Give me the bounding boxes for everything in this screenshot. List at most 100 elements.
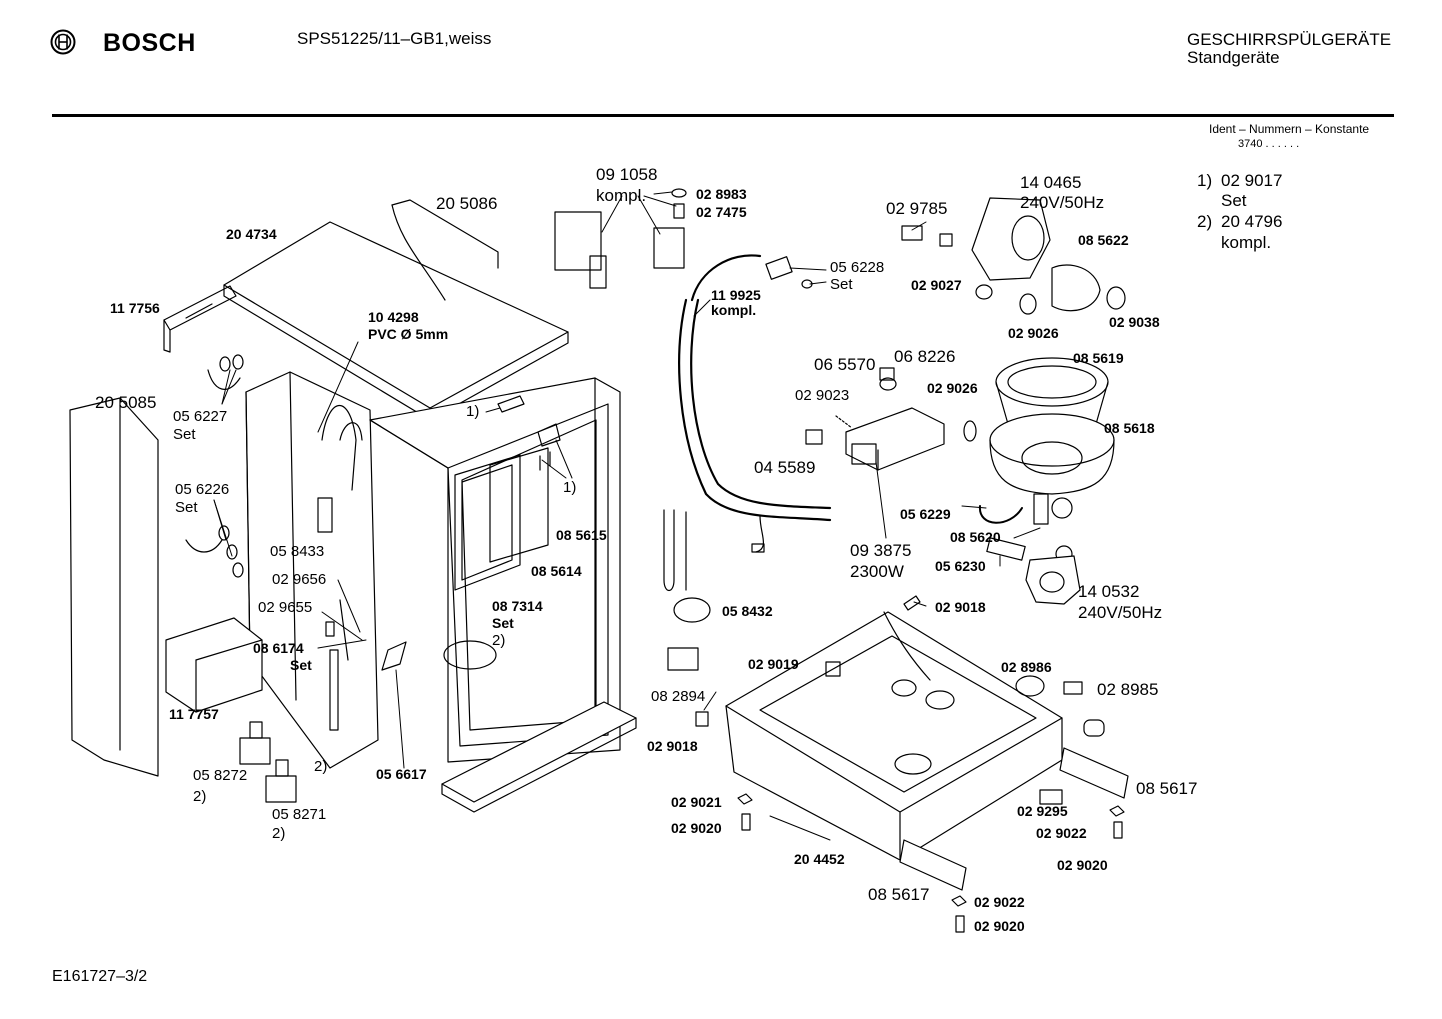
part-label: 02 9020 — [1057, 857, 1108, 873]
part-label: 02 8983 — [696, 186, 747, 202]
part-label: Set — [173, 426, 196, 443]
part-label: 02 9018 — [647, 738, 698, 754]
part-label: Set — [175, 499, 198, 516]
part-label: 08 6174 — [253, 640, 304, 656]
part-label: 1) — [563, 479, 577, 496]
part-label: 06 8226 — [894, 347, 956, 366]
hose-connector — [765, 256, 813, 289]
part-label: kompl. — [596, 186, 647, 205]
hose-clamps — [185, 354, 244, 578]
hinge-bracket — [497, 395, 561, 471]
part-label: 14 0465 — [1020, 173, 1082, 192]
part-label: 1) — [466, 403, 480, 420]
part-label: 11 9925 — [711, 287, 761, 303]
small-hardware — [695, 595, 1125, 933]
part-label: 05 6229 — [900, 506, 951, 522]
part-label: 02 9027 — [911, 277, 962, 293]
part-label: 02 9021 — [671, 794, 722, 810]
part-label: Set — [290, 657, 312, 673]
brand-name: BOSCH — [103, 29, 196, 57]
base-tray — [725, 611, 1063, 861]
part-label: 05 8432 — [722, 603, 773, 619]
part-label: 14 0532 — [1078, 582, 1140, 601]
part-label: 05 8271 — [272, 806, 327, 823]
part-label: 20 4734 — [226, 226, 277, 242]
leader-lines — [213, 191, 1041, 841]
subcategory-title: Standgeräte — [1187, 48, 1280, 67]
document-id: E161727–3/2 — [52, 968, 148, 985]
part-label: 08 5622 — [1078, 232, 1129, 248]
part-label: 240V/50Hz — [1078, 603, 1163, 622]
part-label: 02 9019 — [748, 656, 799, 672]
door-seal-set — [454, 447, 549, 591]
part-label: 08 7314 — [492, 598, 543, 614]
part-label: 2) — [492, 632, 506, 649]
part-label: 240V/50Hz — [1020, 193, 1105, 212]
part-label: 02 9020 — [974, 918, 1025, 934]
footnote-2-desc: kompl. — [1221, 233, 1272, 252]
footnote-2-number: 2) — [1197, 212, 1213, 231]
part-label: 08 5619 — [1073, 350, 1124, 366]
part-label: 08 5617 — [1136, 779, 1198, 798]
pvc-cable — [317, 405, 363, 533]
part-label: 08 5620 — [950, 529, 1001, 545]
part-label: 02 8986 — [1001, 659, 1052, 675]
part-label: 05 6230 — [935, 558, 986, 574]
part-label: 05 6617 — [376, 766, 427, 782]
part-label: 09 1058 — [596, 165, 658, 184]
solenoid-valves — [239, 721, 297, 803]
part-label: 04 5589 — [754, 458, 816, 477]
part-label: 05 6226 — [175, 481, 230, 498]
part-label: 06 5570 — [814, 355, 876, 374]
part-label: 02 9785 — [886, 199, 948, 218]
part-label: 05 8433 — [270, 543, 325, 560]
part-label: 05 6228 — [830, 259, 885, 276]
part-label: 02 9656 — [272, 571, 327, 588]
rear-panel — [391, 199, 499, 301]
part-label: 02 9022 — [1036, 825, 1087, 841]
part-label: 08 5615 — [556, 527, 607, 543]
header-divider — [52, 114, 1394, 117]
part-label: 2300W — [850, 562, 904, 581]
mounting-bracket — [163, 285, 237, 353]
drain-pump — [986, 537, 1081, 605]
category-title: GESCHIRRSPÜLGERÄTE — [1187, 30, 1392, 49]
part-label: 02 9026 — [1008, 325, 1059, 341]
footnote-1-desc: Set — [1221, 191, 1247, 210]
part-label: kompl. — [711, 302, 757, 318]
heater-assembly — [805, 367, 977, 471]
footnote-1-part: 02 9017 — [1221, 171, 1283, 190]
part-label: 02 9023 — [795, 387, 850, 404]
part-label: 2) — [314, 758, 328, 775]
part-label: 02 7475 — [696, 204, 747, 220]
footnote-1-number: 1) — [1197, 171, 1213, 190]
part-label: 02 9022 — [974, 894, 1025, 910]
part-label: 11 7756 — [110, 300, 160, 316]
part-label: 11 7757 — [169, 706, 219, 722]
part-label: 2) — [193, 788, 207, 805]
foot-bars — [899, 747, 1129, 891]
side-panel-left — [69, 397, 159, 777]
part-label: PVC Ø 5mm — [368, 326, 449, 342]
part-label: 20 5086 — [436, 194, 498, 213]
tub-left-side — [245, 371, 379, 769]
filter-sump — [989, 357, 1115, 495]
pressure-switch — [663, 509, 711, 671]
part-label: 09 3875 — [850, 541, 912, 560]
plinth-strip — [441, 701, 637, 813]
ident-value: 3740 . . . . . . — [1238, 138, 1300, 150]
insulation-block — [165, 617, 263, 713]
part-label: 02 8985 — [1097, 680, 1159, 699]
part-label: 02 9018 — [935, 599, 986, 615]
inlet-hose-assembly — [554, 188, 687, 289]
part-label: 02 9020 — [671, 820, 722, 836]
part-label: 20 5085 — [95, 393, 157, 412]
part-label: 02 9038 — [1109, 314, 1160, 330]
part-label: 08 2894 — [651, 688, 706, 705]
part-label: 20 4452 — [794, 851, 845, 867]
part-label: 08 5618 — [1104, 420, 1155, 436]
circulation-pump — [901, 197, 1126, 315]
part-label: 05 8272 — [193, 767, 248, 784]
part-label: 02 9295 — [1017, 803, 1068, 819]
tub-frame — [369, 377, 621, 763]
